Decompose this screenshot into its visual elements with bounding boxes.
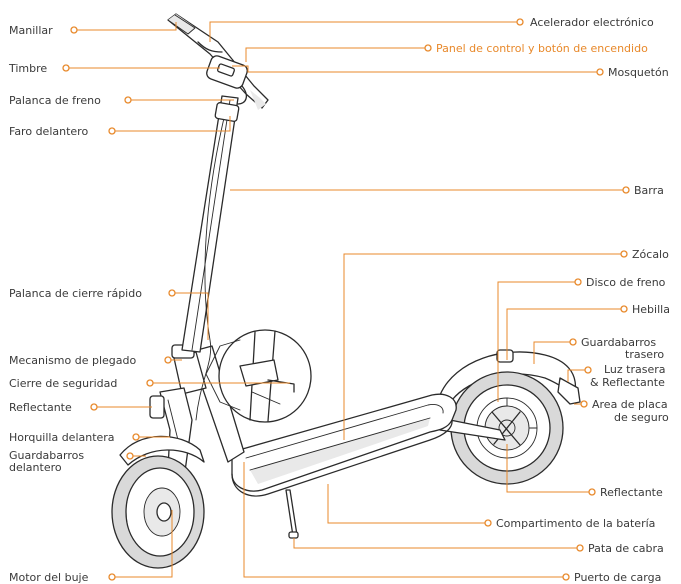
dot-area-placa bbox=[580, 400, 588, 408]
label-area-placa-1: Area de placa bbox=[592, 398, 668, 411]
scooter-illustration bbox=[111, 13, 581, 569]
label-acelerador: Acelerador electrónico bbox=[530, 16, 654, 29]
label-guardabarros-tras-1: Guardabarros bbox=[581, 336, 656, 349]
label-luz-trasera-2: & Reflectante bbox=[590, 376, 665, 389]
dot-horquilla bbox=[132, 433, 140, 441]
label-guardabarros-del-1: Guardabarros bbox=[9, 449, 84, 462]
dot-faro bbox=[108, 127, 116, 135]
leader-lines bbox=[66, 21, 626, 578]
label-horquilla: Horquilla delantera bbox=[9, 431, 115, 444]
dot-disco bbox=[574, 278, 582, 286]
dot-pata bbox=[576, 544, 584, 552]
dot-puerto bbox=[562, 573, 570, 581]
dot-guardabarros-del bbox=[126, 452, 134, 460]
dot-mosqueton bbox=[596, 68, 604, 76]
label-disco-freno: Disco de freno bbox=[586, 276, 666, 289]
label-cierre-seguridad: Cierre de seguridad bbox=[9, 377, 117, 390]
kickstand bbox=[285, 489, 298, 537]
leader-dots bbox=[62, 18, 630, 581]
label-mecanismo-plegado: Mecanismo de plegado bbox=[9, 354, 137, 367]
deck bbox=[231, 393, 457, 497]
headlight bbox=[214, 102, 240, 122]
label-reflectante-izq: Reflectante bbox=[9, 401, 72, 414]
label-manillar: Manillar bbox=[9, 24, 53, 37]
dot-luz-trasera bbox=[584, 366, 592, 374]
dot-reflectante-der bbox=[588, 488, 596, 496]
label-timbre: Timbre bbox=[8, 62, 47, 75]
dot-acelerador bbox=[516, 18, 524, 26]
labels-right: Acelerador electrónico Panel de control … bbox=[436, 16, 670, 584]
label-guardabarros-tras-2: trasero bbox=[625, 348, 664, 361]
rear-light bbox=[557, 377, 581, 405]
dot-manillar bbox=[70, 26, 78, 34]
front-wheel bbox=[111, 455, 205, 569]
dot-guardabarros-tras bbox=[569, 338, 577, 346]
dot-palanca-cierre bbox=[168, 289, 176, 297]
dot-hebilla bbox=[620, 305, 628, 313]
dot-timbre bbox=[62, 64, 70, 72]
dot-reflectante-izq bbox=[90, 403, 98, 411]
label-luz-trasera-1: Luz trasera bbox=[604, 363, 666, 376]
label-mosqueton: Mosquetón bbox=[608, 66, 669, 79]
labels-left: Manillar Timbre Palanca de freno Faro de… bbox=[8, 24, 142, 584]
dot-zocalo bbox=[620, 250, 628, 258]
label-palanca-cierre: Palanca de cierre rápido bbox=[9, 287, 142, 300]
label-area-placa-2: de seguro bbox=[614, 411, 669, 424]
label-panel-control: Panel de control y botón de encendido bbox=[436, 42, 648, 55]
dot-mecanismo bbox=[164, 356, 172, 364]
label-puerto-carga: Puerto de carga bbox=[574, 571, 661, 584]
dot-panel bbox=[424, 44, 432, 52]
label-motor-buje: Motor del buje bbox=[9, 571, 89, 584]
label-barra: Barra bbox=[634, 184, 664, 197]
folding-detail-inset bbox=[205, 329, 312, 423]
label-faro-delantero: Faro delantero bbox=[9, 125, 88, 138]
dot-bateria bbox=[484, 519, 492, 527]
front-reflector bbox=[149, 395, 165, 419]
dot-palanca-freno bbox=[124, 96, 132, 104]
label-zocalo: Zócalo bbox=[632, 248, 669, 261]
label-compartimento-bateria: Compartimento de la batería bbox=[496, 517, 655, 530]
handlebar bbox=[167, 13, 269, 110]
label-palanca-freno: Palanca de freno bbox=[9, 94, 101, 107]
rear-buckle bbox=[496, 349, 514, 363]
front-fender bbox=[119, 435, 205, 466]
label-guardabarros-del-2: delantero bbox=[9, 461, 62, 474]
stem bbox=[181, 95, 239, 353]
label-pata-cabra: Pata de cabra bbox=[588, 542, 664, 555]
dot-cierre bbox=[146, 379, 154, 387]
dot-barra bbox=[622, 186, 630, 194]
label-reflectante-der: Reflectante bbox=[600, 486, 663, 499]
label-hebilla: Hebilla bbox=[632, 303, 670, 316]
dot-motor bbox=[108, 573, 116, 581]
